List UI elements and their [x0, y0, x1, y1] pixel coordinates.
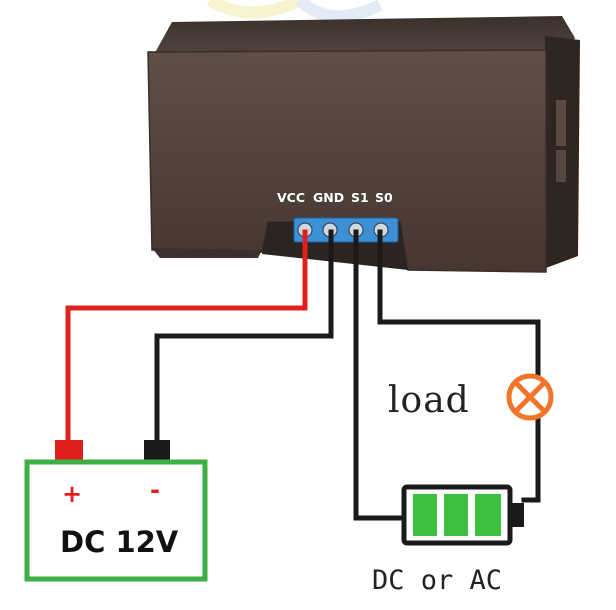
battery-icon — [401, 484, 524, 546]
battery-charge-bar — [413, 494, 437, 536]
dc-12v-supply: + - DC 12V — [24, 440, 208, 582]
black-wire-s1 — [353, 229, 407, 521]
black-wire-load-battery — [521, 415, 541, 503]
pin-label-vcc: VCC — [277, 190, 305, 205]
negative-terminal — [144, 440, 170, 462]
positive-terminal — [55, 440, 83, 462]
black-wire-s0 — [377, 229, 541, 379]
source-label: DC or AC — [372, 565, 502, 596]
black-wire-gnd — [154, 229, 334, 447]
pin-label-s0: S0 — [375, 190, 393, 205]
pin-label-gnd: GND — [313, 190, 344, 205]
negative-sign: - — [150, 476, 160, 504]
supply-label: DC 12V — [60, 525, 179, 559]
background-watermark — [206, 0, 383, 23]
battery-charge-bar — [444, 494, 468, 536]
positive-sign: + — [62, 480, 82, 508]
relay-module-enclosure — [147, 16, 580, 273]
lamp-cross-icon — [506, 373, 554, 421]
load-label: load — [388, 380, 470, 421]
pin-label-s1: S1 — [351, 190, 369, 205]
battery-charge-bar — [475, 494, 501, 536]
load: load — [388, 373, 554, 421]
pin-labels: VCC GND S1 S0 — [277, 190, 393, 205]
red-wire-vcc — [65, 229, 308, 447]
